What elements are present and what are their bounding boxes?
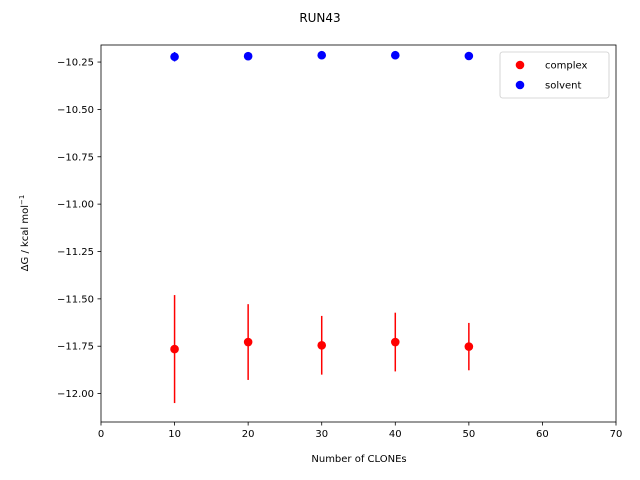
data-point-solvent-1	[243, 51, 253, 61]
x-tick-label-6: 60	[536, 429, 549, 440]
x-axis-label: Number of CLONEs	[311, 454, 406, 465]
y-axis-label-superscript: −1	[18, 195, 26, 205]
data-point-complex-2	[317, 340, 327, 350]
x-tick-label-1: 10	[168, 429, 181, 440]
legend: complex solvent	[499, 51, 610, 99]
y-tick-label-0: −12.00	[57, 389, 94, 400]
y-tick-label-3: −11.25	[57, 247, 94, 258]
data-point-complex-1	[243, 337, 253, 347]
y-tick-label-4: −11.00	[57, 200, 94, 211]
axes-frame	[100, 44, 617, 423]
legend-marker-solvent	[515, 80, 525, 90]
x-tick-label-0: 0	[98, 429, 104, 440]
y-tick-label-6: −10.50	[57, 105, 94, 116]
y-axis-label: ΔG / kcal mol−1	[18, 195, 31, 272]
legend-frame	[499, 51, 610, 99]
data-point-complex-4	[464, 342, 474, 351]
x-tick-label-2: 20	[242, 429, 255, 440]
x-tick-label-7: 70	[610, 429, 623, 440]
axes: 0 10 20 30 40 50 60 70 −12.00 −11.75 −11.50 −11.25 −…	[57, 44, 623, 440]
legend-marker-complex	[515, 60, 525, 70]
data-point-solvent-4	[464, 51, 474, 61]
legend-label-solvent: solvent	[545, 81, 582, 92]
data-point-solvent-3	[390, 50, 400, 60]
y-axis-label-text: ΔG / kcal mol	[20, 205, 31, 271]
y-tick-label-7: −10.25	[57, 58, 94, 69]
data-point-complex-0	[170, 344, 179, 354]
plot-area	[170, 50, 474, 404]
y-tick-label-1: −11.75	[57, 342, 94, 353]
chart-title: RUN43	[299, 11, 340, 25]
y-tick-label-2: −11.50	[57, 294, 94, 305]
y-tick-label-5: −10.75	[57, 152, 94, 163]
x-tick-label-3: 30	[315, 429, 328, 440]
data-point-complex-3	[390, 337, 400, 347]
data-point-solvent-2	[317, 50, 327, 60]
data-point-solvent-0	[170, 52, 179, 62]
x-tick-label-5: 50	[462, 429, 475, 440]
x-tick-label-4: 40	[389, 429, 402, 440]
legend-label-complex: complex	[545, 61, 587, 72]
